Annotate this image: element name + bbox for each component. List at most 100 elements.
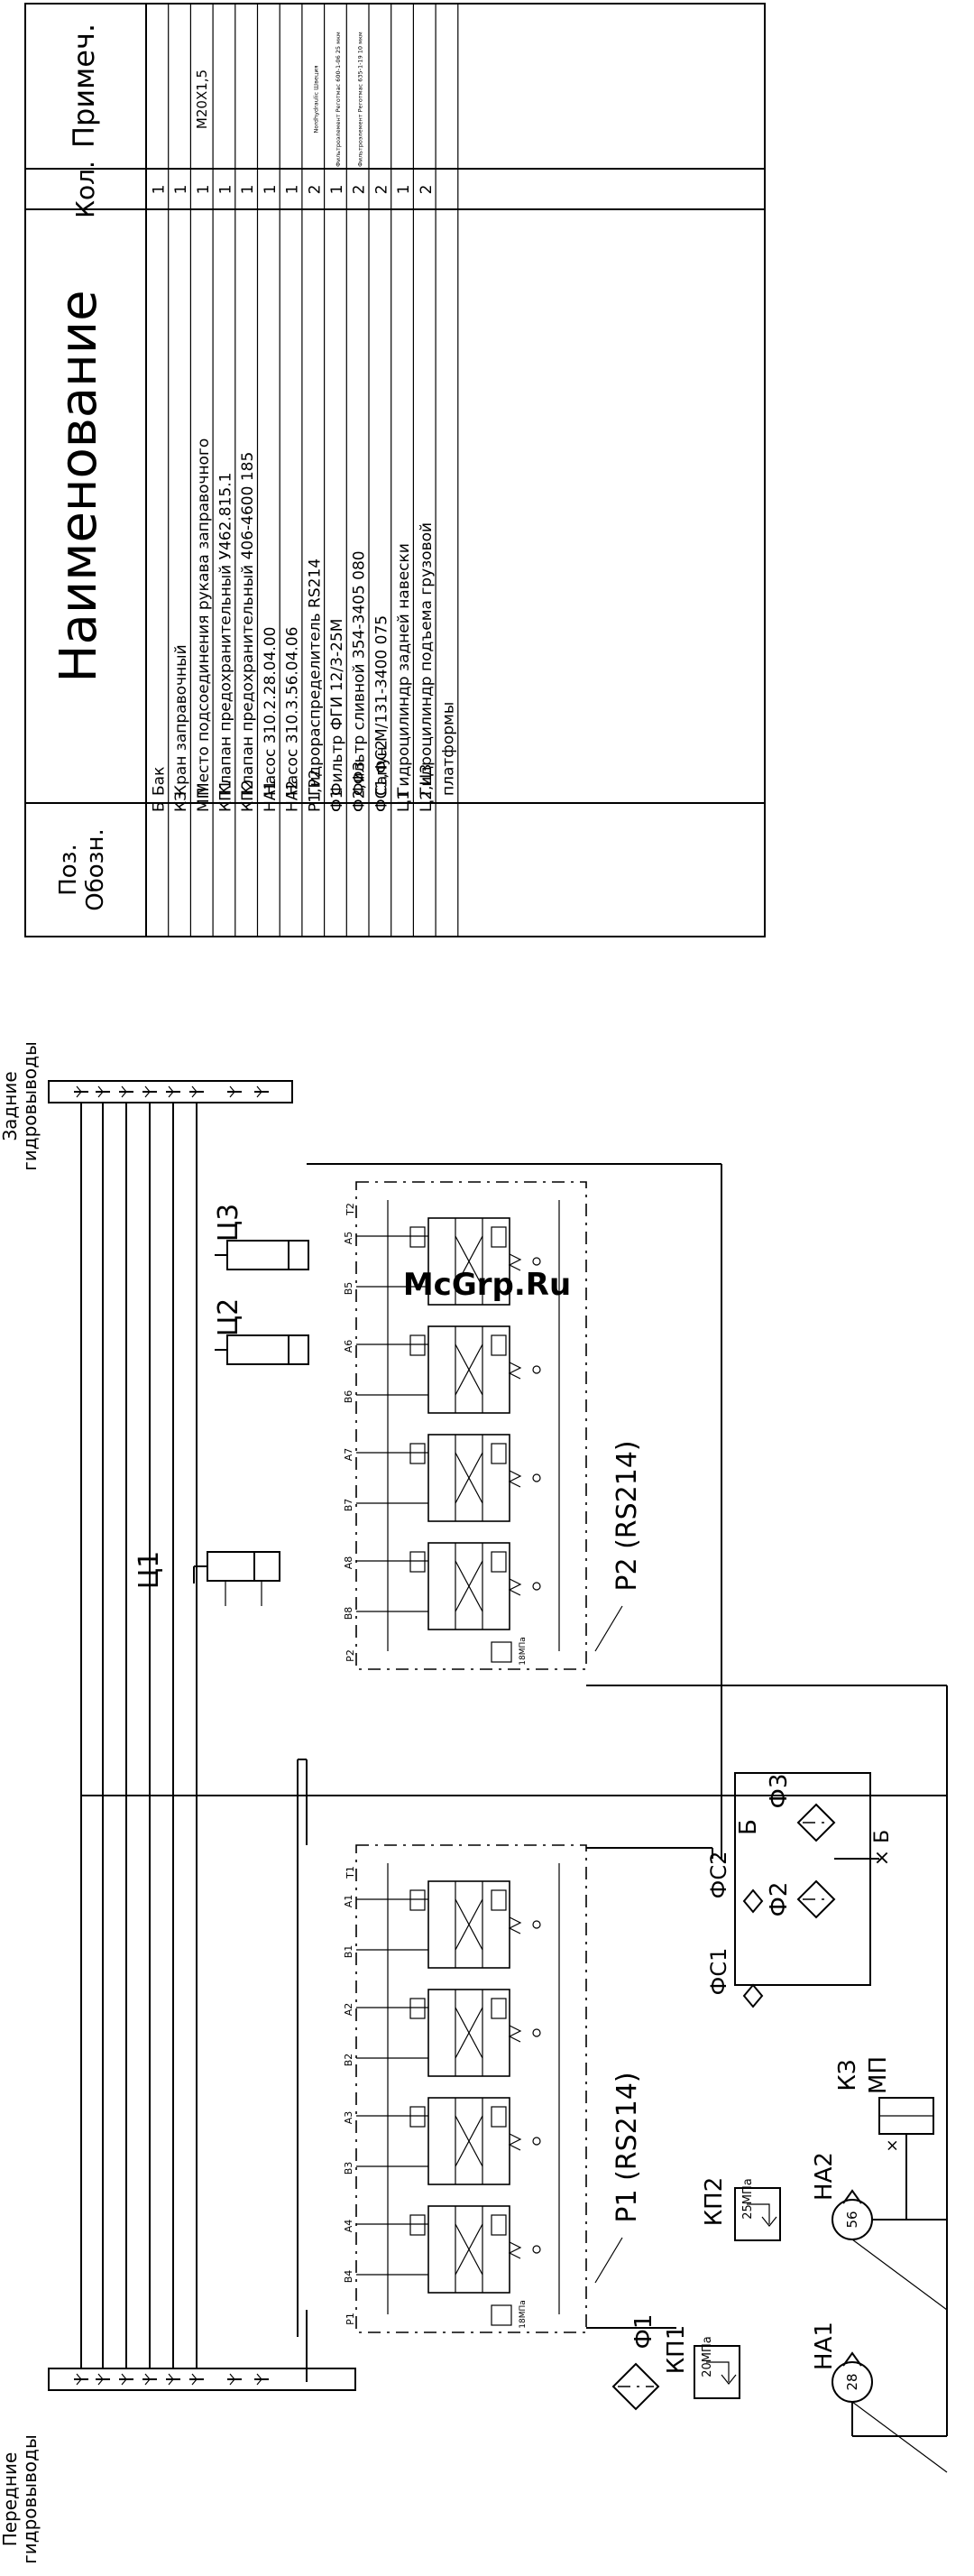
row-note: Фильтроэлемент Реготмас 600-1-06 25 мкм xyxy=(335,32,342,167)
row-name: Насос 310.2.28.04.00 xyxy=(262,627,280,796)
valve-relief-setting: 18МПа xyxy=(519,2300,528,2329)
front-coupler-block xyxy=(48,2368,356,2391)
row-qty: 1 xyxy=(239,185,257,195)
header-designation: Обозн. xyxy=(82,828,109,911)
front-coupler xyxy=(74,2373,88,2386)
row-position: НА1 xyxy=(262,780,280,812)
valve-p1-label: Р1 (RS214) xyxy=(611,2072,643,2222)
row-qty: 1 xyxy=(216,185,234,195)
label-rear-outlets-2: гидровыводы xyxy=(19,1041,41,1171)
valve-relief-setting: 18МПа xyxy=(519,1637,528,1666)
table-row: платформы xyxy=(439,702,457,796)
port-label: A4 xyxy=(343,2220,354,2233)
valve-p1-frame xyxy=(355,1844,587,2333)
front-coupler xyxy=(227,2373,242,2386)
filler-point-label: МП xyxy=(865,2056,892,2094)
cylinder-c2-label: Ц2 xyxy=(213,1298,244,1336)
relief-valve-kp1: 20МПа КП1 xyxy=(663,2325,740,2399)
filter-f3-label: Ф3 xyxy=(766,1774,793,1809)
relief-kp1-label: КП1 xyxy=(663,2325,690,2375)
breather-fc1-label: ФС1 xyxy=(706,1948,731,1996)
pump-ha1-label: НА1 xyxy=(811,2322,838,2370)
hydraulic-schematic: Задние гидровыводы Передние гидровыводы … xyxy=(0,1041,948,2564)
breather-fc2: ФС2 xyxy=(706,1851,764,1914)
port-label: B4 xyxy=(343,2270,354,2284)
tank-label: Б xyxy=(735,1819,762,1835)
header-note: Примеч. xyxy=(67,23,101,148)
label-rear-outlets-1: Задние xyxy=(0,1071,21,1140)
row-name: Насос 310.3.56.04.06 xyxy=(284,627,302,796)
row-position: МП xyxy=(195,788,213,812)
rear-coupler xyxy=(189,1085,204,1098)
valve-p2-label: Р2 (RS214) xyxy=(611,1440,643,1591)
pump-ha1-disp: 28 xyxy=(844,2373,860,2390)
row-qty: 2 xyxy=(306,185,324,195)
port-label: B1 xyxy=(343,1945,354,1959)
tank-drain-label: × Б xyxy=(871,1830,894,1867)
pump-ha1: 28 НА1 xyxy=(811,2322,873,2403)
row-name: Место подсоединения рукава заправочного xyxy=(195,439,213,796)
filter-f1-label: Ф1 xyxy=(630,2314,657,2350)
pump-ha2-label: НА2 xyxy=(811,2152,838,2201)
label-front-outlets-1: Передние xyxy=(0,2452,21,2547)
front-coupler xyxy=(189,2373,204,2386)
front-coupler xyxy=(142,2373,157,2386)
row-name: Фильтр сливной 354-3405 080 xyxy=(351,550,369,796)
p2-relief: 18МПа xyxy=(491,1637,528,1666)
rear-coupler xyxy=(142,1085,157,1098)
filter-f2: Ф2 xyxy=(766,1879,836,1919)
cylinder-c2: Ц2 xyxy=(213,1298,309,1365)
port-label: A5 xyxy=(343,1232,354,1245)
kp2-setting: 25МПа xyxy=(741,2178,755,2220)
row-qty: 1 xyxy=(395,185,413,195)
relief-valve-kp2: 25МПа КП2 xyxy=(701,2177,781,2241)
port-label: A8 xyxy=(343,1556,354,1570)
header-position: Поз. xyxy=(55,844,82,896)
front-coupler xyxy=(119,2373,133,2386)
filler-valve-label: КЗ xyxy=(834,2059,861,2091)
row-note: М20Х1,5 xyxy=(194,69,210,129)
port-label: B2 xyxy=(343,2054,354,2067)
filler-point-mark: × xyxy=(883,2138,902,2152)
pump-ha2-disp: 56 xyxy=(844,2211,860,2228)
front-coupler xyxy=(96,2373,110,2386)
row-position: КЗ xyxy=(172,791,190,812)
row-position: Б xyxy=(150,801,168,812)
row-name: платформы xyxy=(439,702,457,796)
header-name: Наименование xyxy=(50,290,108,682)
filler-point-mp: МП × xyxy=(865,2056,902,2153)
row-position: КП1 xyxy=(216,780,234,812)
rear-coupler-block xyxy=(48,1080,293,1103)
front-coupler xyxy=(254,2373,269,2386)
row-qty: 1 xyxy=(328,185,346,195)
row-qty: 2 xyxy=(372,185,391,195)
row-position: Ф2,Ф3 xyxy=(351,762,369,812)
cylinder-c3-label: Ц3 xyxy=(213,1204,244,1242)
port-label: T1 xyxy=(345,1866,356,1879)
row-name: Гидроцилиндр подъема грузовой xyxy=(418,522,436,796)
rear-coupler xyxy=(254,1085,269,1098)
rear-coupler xyxy=(227,1085,242,1098)
row-position: НА2 xyxy=(284,780,302,812)
row-name: Кран заправочный xyxy=(172,644,190,796)
p1-relief: 18МПа xyxy=(491,2300,528,2329)
cylinder-c1-label: Ц1 xyxy=(133,1551,165,1589)
port-label: B3 xyxy=(343,2162,354,2175)
row-note: Фильтроэлемент Реготмас 635-1-19 10 мкм xyxy=(357,32,364,167)
